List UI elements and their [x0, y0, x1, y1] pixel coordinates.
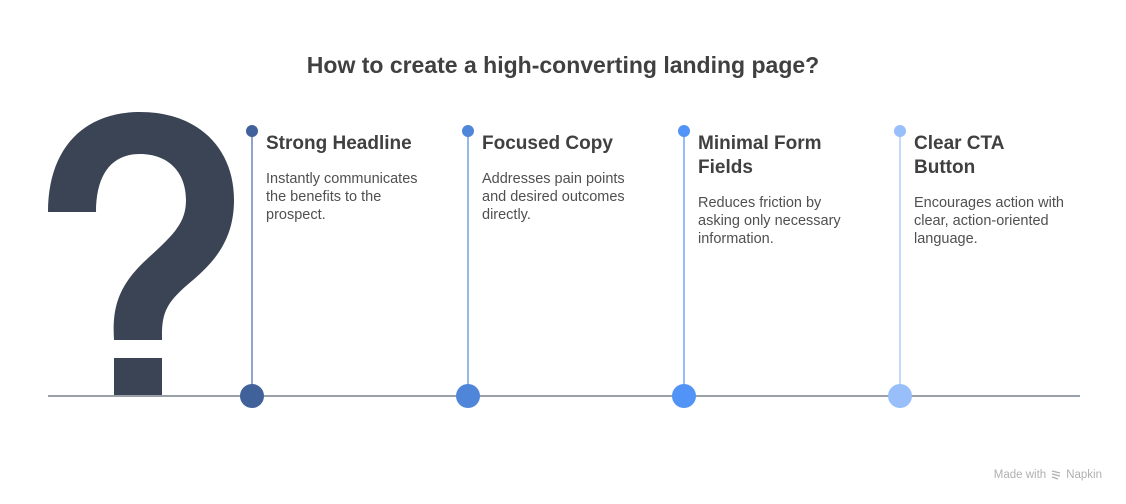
- step-2-base-dot: [456, 384, 480, 408]
- step-3-card: Minimal Form Fields Reduces friction by …: [698, 132, 868, 248]
- question-mark-dot: [114, 358, 162, 396]
- step-title: Focused Copy: [482, 133, 613, 154]
- step-4-top-dot: [894, 125, 906, 137]
- step-4-base-dot: [888, 384, 912, 408]
- question-mark-hook: [48, 112, 234, 340]
- step-3-base-dot: [672, 384, 696, 408]
- timeline-baseline: [48, 395, 1080, 397]
- step-2-card: Focused Copy Addresses pain points and d…: [482, 132, 652, 224]
- step-4-card: Clear CTA Button Encourages action with …: [914, 132, 1084, 248]
- step-4-stem: [899, 131, 901, 395]
- step-3-top-dot: [678, 125, 690, 137]
- made-with-label: Made with: [993, 469, 1047, 481]
- step-3-stem: [683, 131, 685, 395]
- napkin-logo-icon: [1051, 470, 1061, 480]
- step-title: Clear CTA Button: [914, 133, 1004, 178]
- step-description: Reduces friction by asking only necessar…: [698, 195, 841, 247]
- step-description: Addresses pain points and desired outcom…: [482, 171, 625, 223]
- step-2-top-dot: [462, 125, 474, 137]
- made-with-napkin[interactable]: Made with Napkin: [994, 469, 1102, 481]
- step-description: Encourages action with clear, action-ori…: [914, 195, 1064, 247]
- step-description: Instantly communicates the benefits to t…: [266, 171, 418, 223]
- step-1-top-dot: [246, 125, 258, 137]
- step-1-base-dot: [240, 384, 264, 408]
- step-2-stem: [467, 131, 469, 395]
- step-1-card: Strong Headline Instantly communicates t…: [266, 132, 436, 224]
- diagram-title: How to create a high-converting landing …: [306, 52, 820, 78]
- step-1-stem: [251, 131, 253, 395]
- step-title: Minimal Form Fields: [698, 133, 822, 178]
- napkin-brand-label: Napkin: [1066, 469, 1102, 481]
- step-title: Strong Headline: [266, 133, 412, 154]
- question-mark-icon: [48, 112, 234, 396]
